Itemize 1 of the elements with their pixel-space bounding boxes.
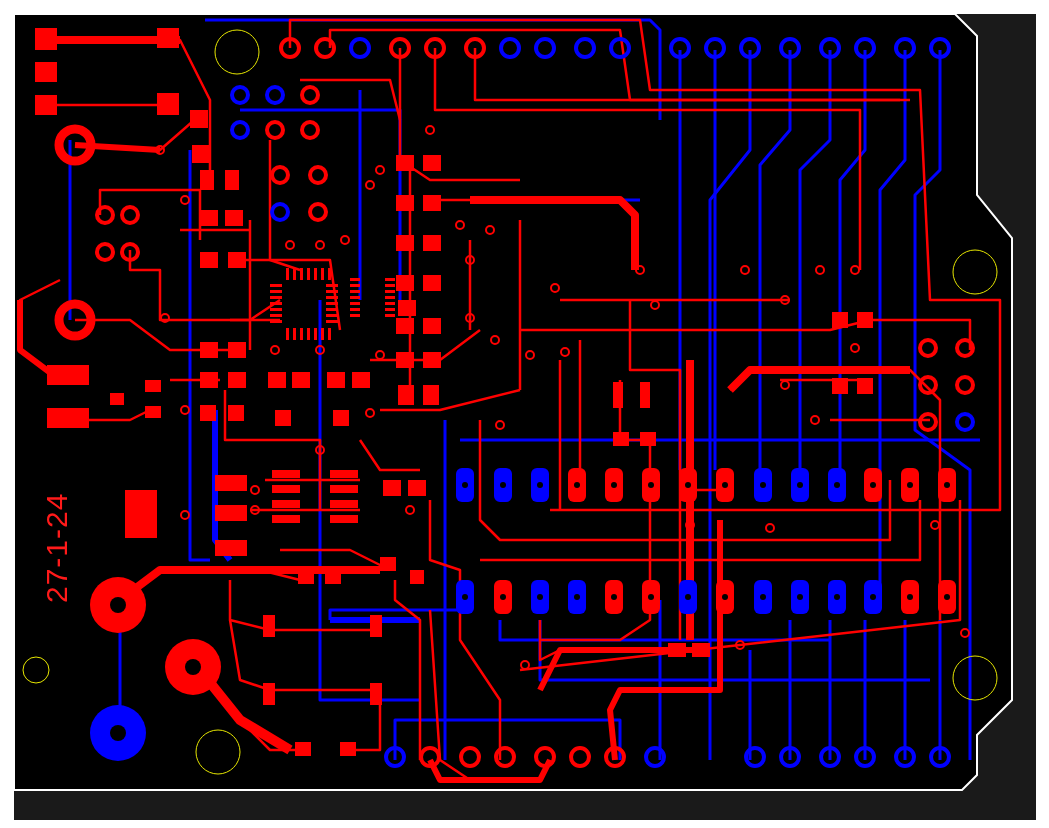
board-date-label: 27-1-24 [40, 492, 74, 603]
